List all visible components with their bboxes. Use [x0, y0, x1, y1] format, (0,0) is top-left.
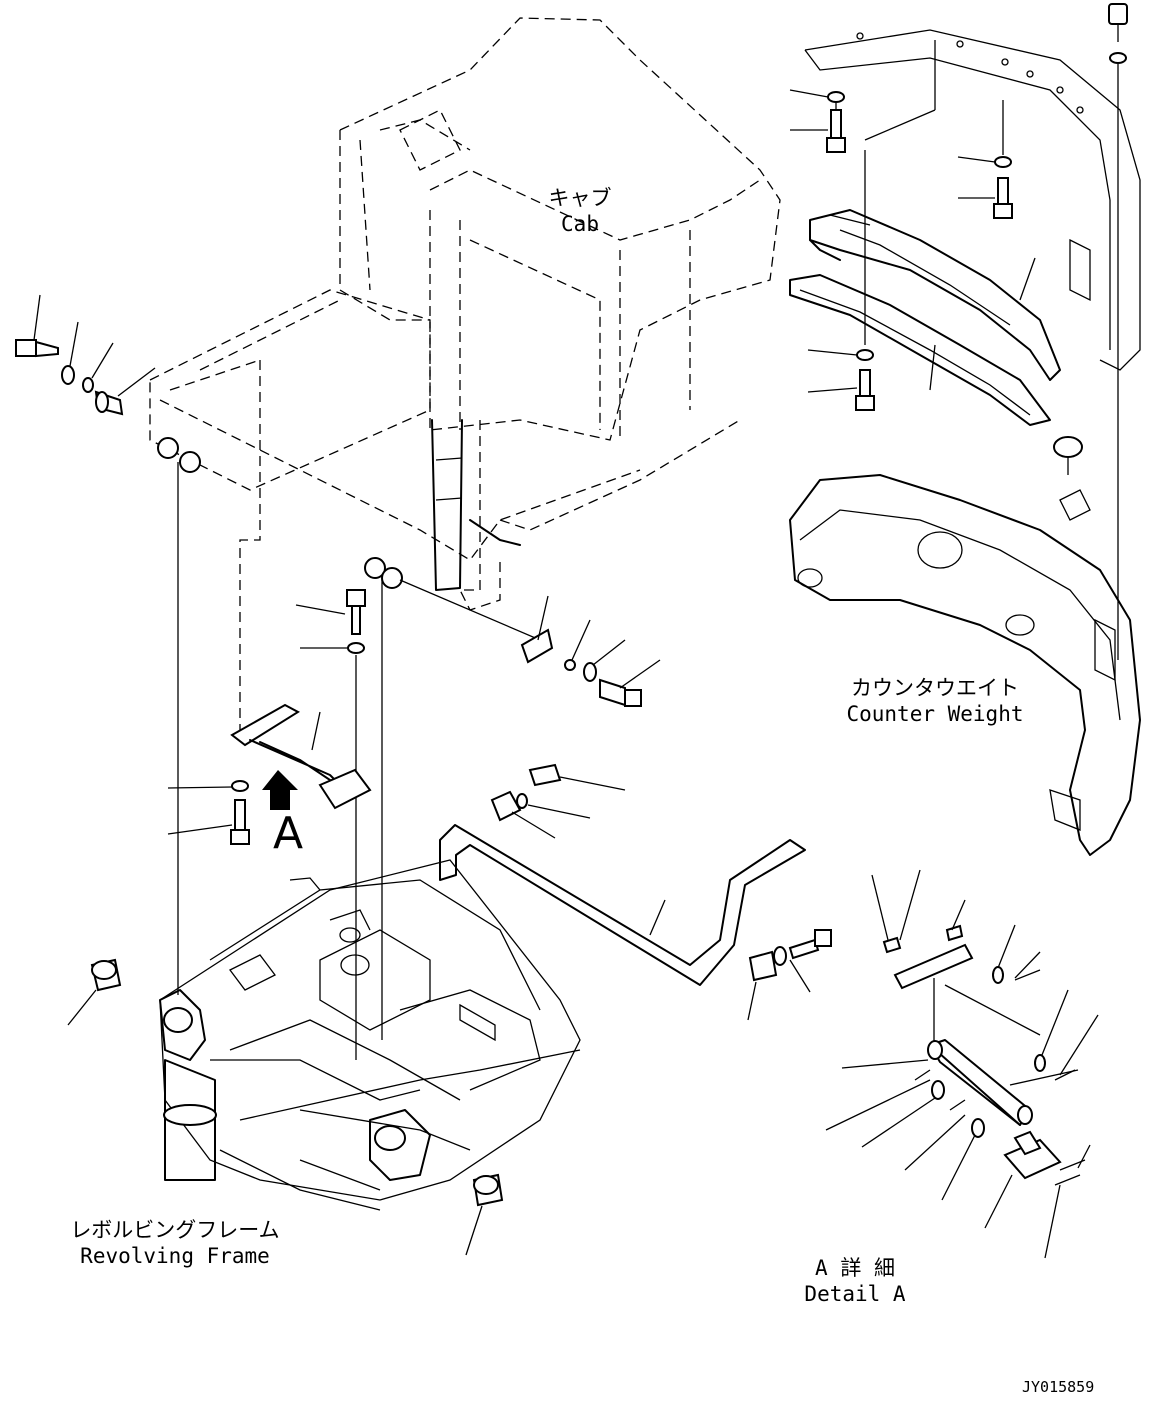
revolving-frame-label-jp: レボルビングフレーム — [70, 1218, 280, 1242]
frame-leaders — [239, 1049, 581, 1121]
revolving-frame — [159, 859, 581, 1211]
right-cab-hinge — [364, 557, 661, 1040]
detail-a-leaders — [825, 869, 1099, 1259]
view-arrow-letter: A — [273, 808, 304, 859]
counterweight-bracket — [804, 29, 1141, 371]
stay-bracket — [230, 703, 372, 810]
stay-bolt — [167, 780, 250, 845]
counterweight-top-bolt — [1108, 3, 1128, 660]
detail-a-label-jp: A 詳 細 — [815, 1256, 895, 1280]
drawing-code: JY015859 — [1022, 1378, 1095, 1396]
center-bolt — [295, 589, 366, 1060]
revolving-frame-label-en: Revolving Frame — [80, 1244, 270, 1268]
counterweight-top-plate — [789, 209, 1061, 426]
cab-outline — [149, 17, 781, 740]
hand-rail — [439, 763, 832, 1021]
cab-pillar — [431, 419, 521, 591]
counterweight-body — [789, 474, 1141, 856]
counterweight-label-jp: カウンタウエイト — [851, 676, 1019, 700]
counterweight-leaders — [789, 40, 1036, 393]
frame-bushings — [67, 958, 504, 1256]
cab-label-en: Cab — [561, 212, 599, 236]
counterweight-cap — [1053, 436, 1083, 475]
counterweight-label-en: Counter Weight — [846, 702, 1024, 726]
detail-a-assembly — [882, 924, 1086, 1186]
detail-a-label-en: Detail A — [804, 1282, 906, 1306]
left-hinge-bolt — [15, 294, 201, 995]
view-arrow-a — [262, 770, 298, 810]
cab-label-jp: キャブ — [548, 186, 612, 210]
counterweight-bolts — [826, 91, 1013, 411]
